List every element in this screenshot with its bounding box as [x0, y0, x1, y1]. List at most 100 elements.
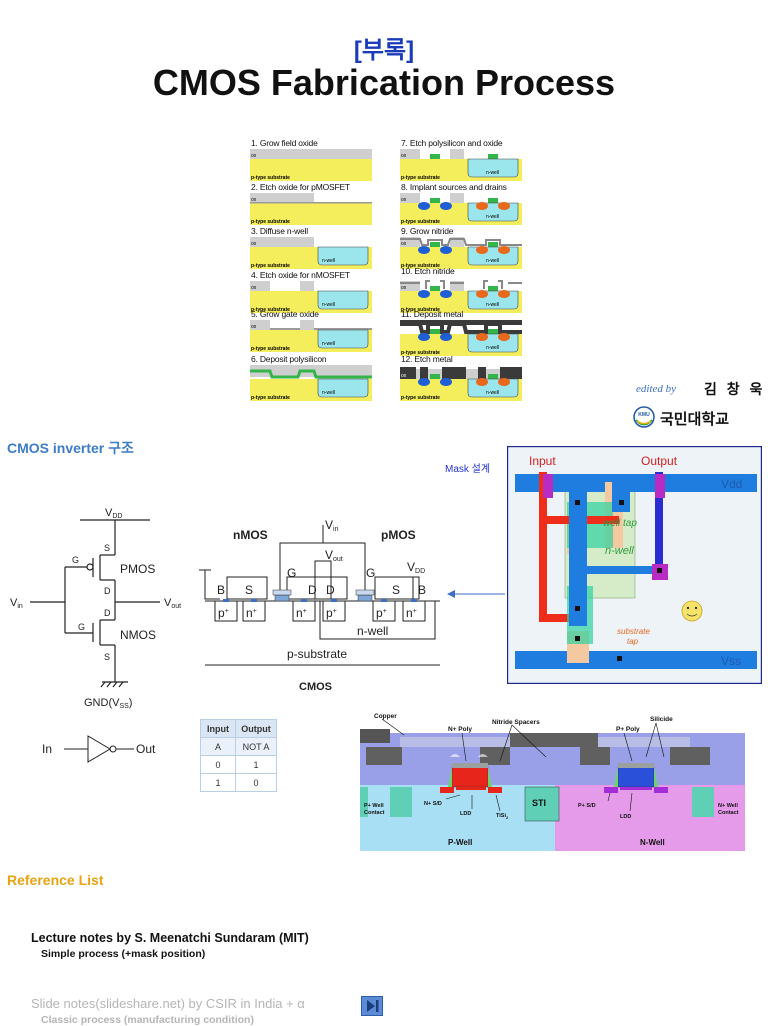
svg-text:ox: ox [401, 153, 407, 159]
table-row: 0 1 [200, 755, 277, 774]
fab-step-caption: 10. Etch nitride [401, 266, 455, 276]
svg-text:p-type substrate: p-type substrate [401, 219, 440, 225]
edited-by-label: edited by [636, 383, 677, 395]
cs-p-plus-2: p+ [326, 606, 337, 620]
svg-text:n-well: n-well [486, 170, 499, 176]
fab-step-1: 1. Grow field oxide ox p-type substrate [250, 138, 372, 181]
reference-item-1-subtitle: Simple process (+mask position) [41, 948, 206, 960]
device-nwell-contact-label: N+ Well [718, 803, 738, 809]
fab-step-3: 3. Diffuse n-well ox p-type substrate n-… [250, 226, 372, 269]
truth-header-input: Input [200, 719, 236, 738]
university-logo: KMU [632, 405, 656, 434]
mask-substrate-label: substrate [617, 627, 650, 636]
fab-step-diagram: ox p-type substrate [250, 149, 372, 181]
mask-nwell-label: n-well [605, 545, 634, 557]
fab-step-diagram: ox p-type substrate n-well [400, 149, 522, 181]
svg-text:p-type substrate: p-type substrate [401, 350, 440, 356]
svg-text:ox: ox [401, 373, 407, 379]
svg-text:n-well: n-well [486, 302, 499, 308]
cs-d-right: D [326, 583, 335, 597]
pmos-source-label: S [104, 543, 110, 553]
fab-step-diagram: ox p-type substrate [250, 193, 372, 225]
device-nwell-contact-label-2: Contact [718, 810, 739, 816]
device-ldd2-label: LDD [620, 814, 631, 820]
fab-step-2: 2. Etch oxide for pMOSFET ox p-type subs… [250, 182, 372, 225]
svg-text:n-well: n-well [486, 258, 499, 264]
svg-text:ox: ox [401, 328, 407, 334]
fab-step-diagram: ox p-type substrate n-well [250, 237, 372, 269]
device-pplus-poly-label: P+ Poly [616, 726, 640, 733]
fab-step-diagram: ox p-type substrate n-well [400, 193, 522, 225]
fab-step-5: 5. Grow gate oxide ox p-type substrate n… [250, 309, 372, 352]
svg-text:n-well: n-well [322, 390, 335, 396]
gate-out-label: Out [136, 742, 156, 756]
author-name: 김 창 욱 [704, 381, 766, 397]
device-pwell-contact-label-2: Contact [364, 810, 385, 816]
pmos-gate-label: G [72, 555, 79, 565]
cs-b-left: B [217, 583, 225, 597]
fab-step-6: 6. Deposit polysilicon p-type substrate … [250, 354, 372, 401]
device-nsd-label: N+ S/D [424, 801, 442, 807]
vdd-label: VDD [105, 507, 122, 520]
inverter-schematic: VDD S G PMOS D Vin Vout D G NMOS S GND(V… [10, 500, 200, 720]
svg-text:p-type substrate: p-type substrate [401, 263, 440, 269]
svg-text:n-well: n-well [486, 390, 499, 396]
fab-step-caption: 9. Grow nitride [401, 226, 454, 236]
svg-text:p-type substrate: p-type substrate [251, 307, 290, 313]
device-ldd-label: LDD [460, 811, 471, 817]
svg-text:ox: ox [251, 285, 257, 291]
reference-item-1-title: Lecture notes by S. Meenatchi Sundaram (… [31, 931, 309, 945]
fab-step-caption: 6. Deposit polysilicon [251, 354, 327, 364]
svg-text:n-well: n-well [322, 302, 335, 308]
fab-step-caption: 1. Grow field oxide [251, 138, 318, 148]
cs-d-left: D [308, 583, 317, 597]
cs-b-right: B [418, 583, 426, 597]
svg-text:p-type substrate: p-type substrate [251, 175, 290, 181]
cs-n-plus-2: n+ [296, 606, 307, 620]
svg-text:ox: ox [401, 197, 407, 203]
device-psd-label: P+ S/D [578, 803, 596, 809]
nmos-gate-label: G [78, 622, 85, 632]
svg-text:p-type substrate: p-type substrate [401, 395, 440, 401]
truth-table: Input Output A NOT A 0 1 1 0 [200, 719, 277, 792]
cs-p-plus-1: p+ [218, 606, 229, 620]
pmos-drain-label: D [104, 586, 111, 596]
svg-text:KMU: KMU [638, 412, 650, 418]
table-row: A NOT A [200, 737, 277, 756]
mask-tap-label: tap [627, 637, 639, 646]
svg-text:p-type substrate: p-type substrate [251, 219, 290, 225]
cs-psub-label: p-substrate [287, 647, 347, 661]
next-button[interactable] [361, 996, 383, 1016]
table-cell: 0 [200, 755, 236, 774]
fab-step-4: 4. Etch oxide for nMOSFET ox p-type subs… [250, 270, 372, 313]
svg-text:ox: ox [401, 241, 407, 247]
fab-step-caption: 11. Deposit metal [401, 309, 464, 319]
svg-text:n-well: n-well [322, 258, 335, 264]
fab-step-caption: 8. Implant sources and drains [401, 182, 507, 192]
mask-layout-figure: Input Output Vdd Vss well tap n-well sub… [506, 445, 763, 689]
svg-text:ox: ox [401, 285, 407, 291]
nmos-drain-label: D [104, 608, 111, 618]
reference-item-2-title: Slide notes(slideshare.net) by CSIR in I… [31, 996, 305, 1011]
device-tisi-label: TiSi2 [496, 813, 509, 820]
university-name: 국민대학교 [660, 411, 730, 428]
pmos-title: pMOS [381, 528, 416, 542]
fab-step-diagram: ox p-type substrate n-well [400, 237, 522, 269]
reference-item-2-subtitle: Classic process (manufacturing condition… [41, 1014, 254, 1026]
mask-design-label: Mask 설계 [445, 464, 491, 475]
device-pwell-contact-label: P+ Well [364, 803, 384, 809]
device-nplus-poly-label: N+ Poly [448, 726, 472, 733]
cs-g-left: G [287, 566, 296, 580]
device-nitride-label: Nitride Spacers [492, 719, 540, 726]
fab-step-10: 10. Etch nitride ox p-type substrate n-w… [400, 266, 522, 313]
fab-step-diagram: ox p-type substrate n-well [250, 320, 372, 352]
fab-step-caption: 2. Etch oxide for pMOSFET [251, 182, 350, 192]
table-cell: 1 [200, 773, 236, 792]
svg-text:ox: ox [251, 241, 257, 247]
cs-nwell-label: n-well [357, 624, 388, 638]
mask-vss-label: Vss [721, 654, 741, 668]
fab-step-7: 7. Etch polysilicon and oxide ox p-type … [400, 138, 522, 181]
cs-n-plus-3: n+ [406, 606, 417, 620]
device-copper-label: Copper [374, 713, 397, 720]
fab-step-caption: 3. Diffuse n-well [251, 226, 308, 236]
